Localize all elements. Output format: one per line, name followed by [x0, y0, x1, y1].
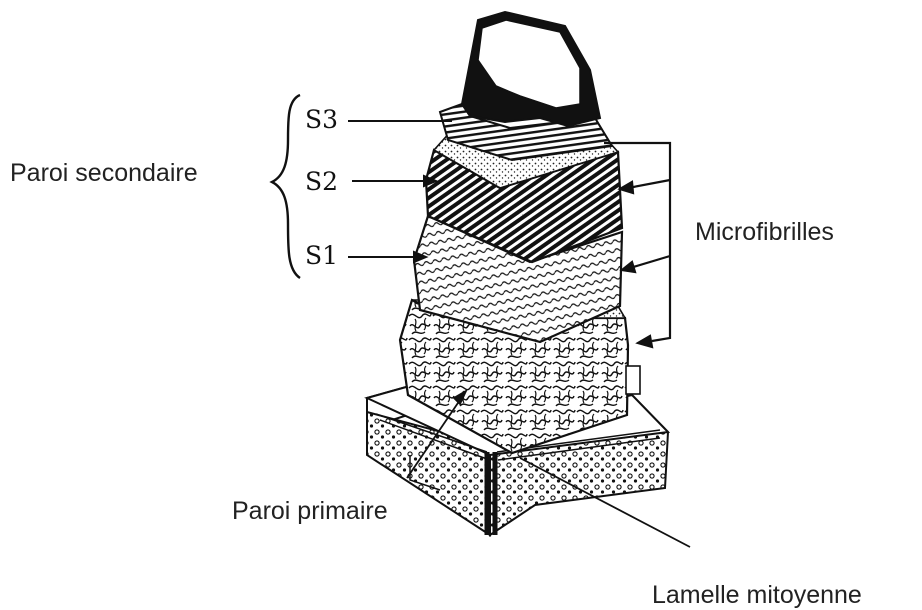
label-middle-lamella: Lamelle mitoyenne	[652, 581, 862, 609]
label-microfibrils: Microfibrilles	[695, 218, 834, 246]
label-secondary-wall: Paroi secondaire	[10, 159, 198, 187]
label-primary-wall: Paroi primaire	[232, 497, 388, 525]
label-s1: S1	[305, 241, 338, 270]
secondary-wall-brace	[272, 95, 300, 278]
cell-lumen	[462, 12, 600, 126]
label-s2: S2	[305, 167, 338, 196]
label-s3: S3	[305, 105, 338, 134]
